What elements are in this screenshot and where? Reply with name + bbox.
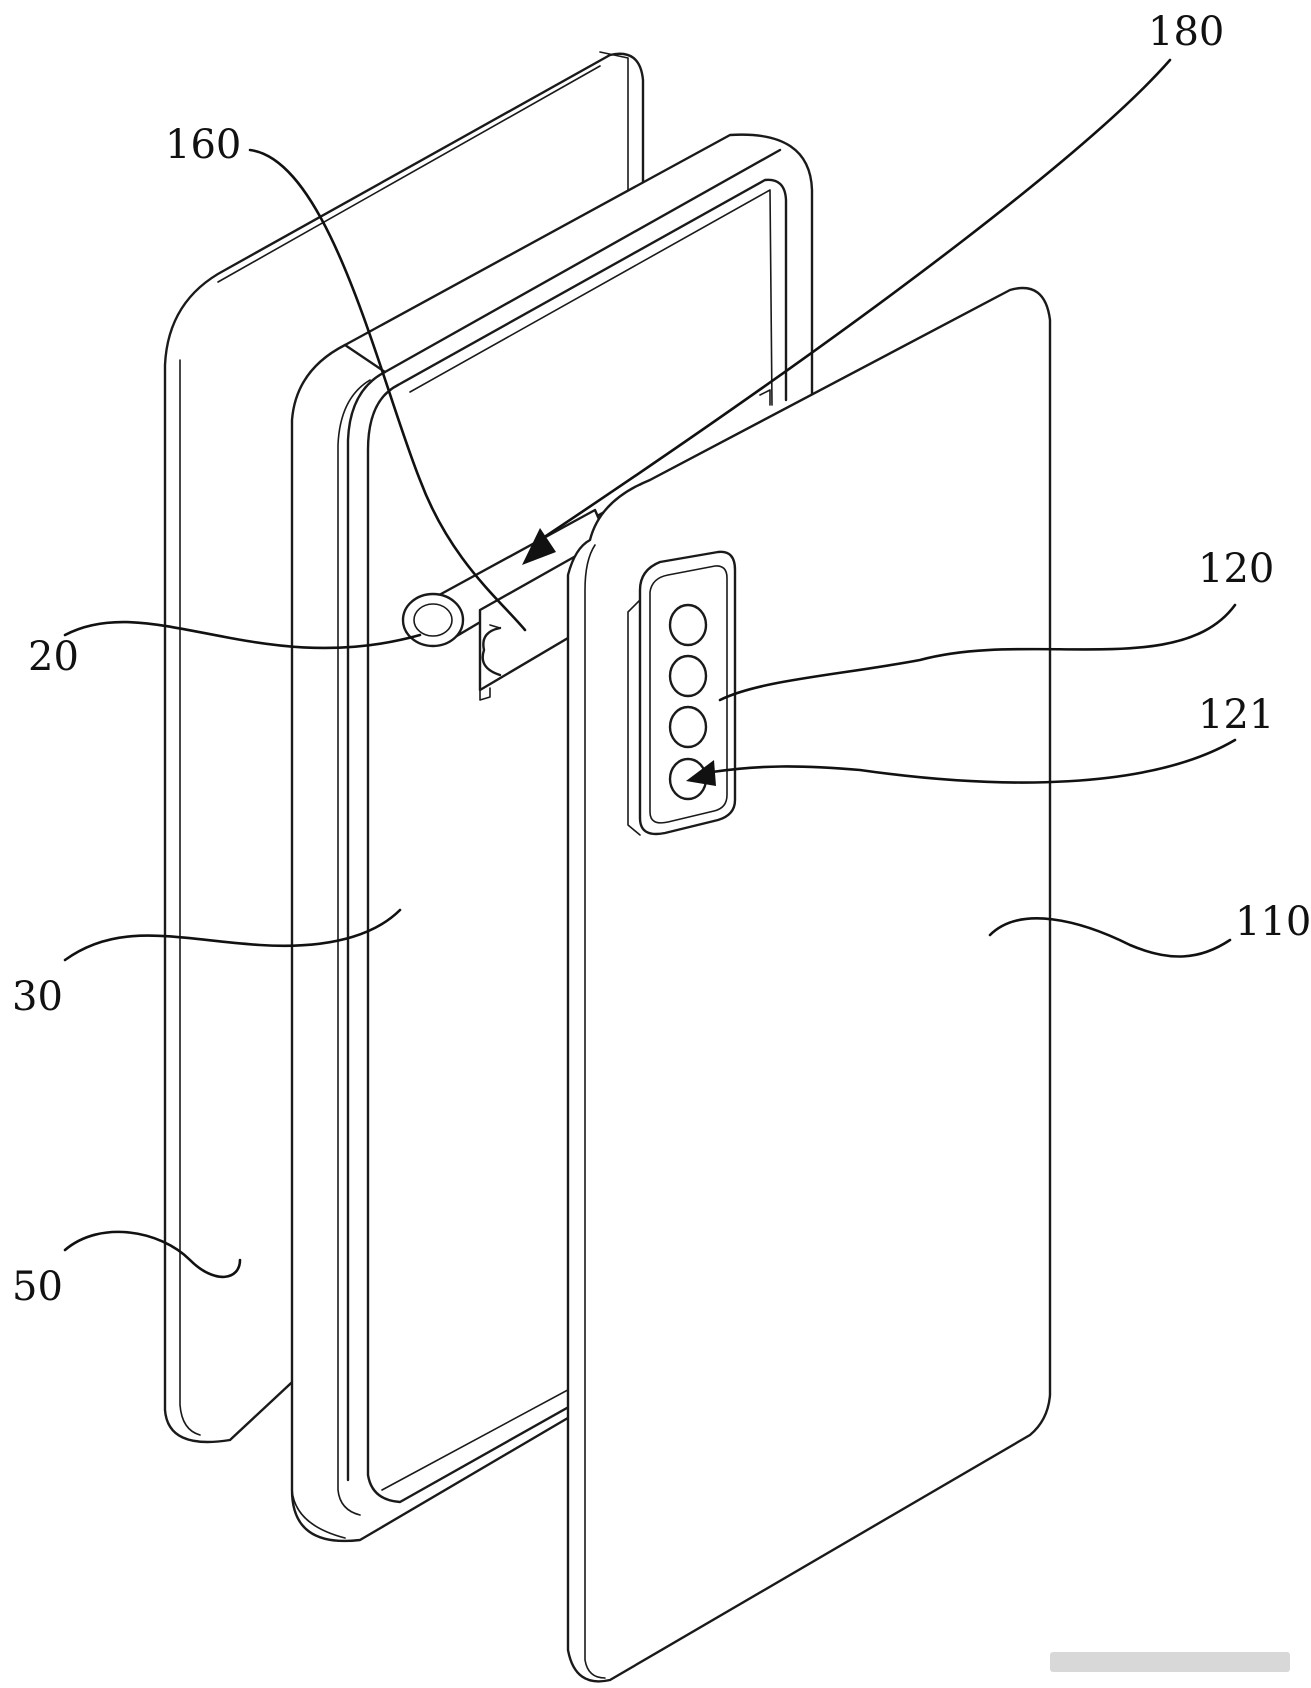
- label-110: 110: [1235, 899, 1311, 945]
- label-120: 120: [1198, 546, 1274, 592]
- back-cover-110: [566, 286, 1052, 1683]
- label-50: 50: [12, 1264, 63, 1310]
- label-180: 180: [1148, 9, 1224, 55]
- watermark: [1050, 1652, 1290, 1672]
- leader-lines: [63, 58, 1237, 1279]
- camera-island-120: [627, 550, 737, 836]
- label-121: 121: [1198, 692, 1274, 738]
- label-160: 160: [165, 122, 241, 168]
- reference-numerals: 180 160 120 121 20 30 110 50: [12, 9, 1311, 1310]
- label-20: 20: [28, 634, 79, 680]
- label-30: 30: [12, 974, 63, 1020]
